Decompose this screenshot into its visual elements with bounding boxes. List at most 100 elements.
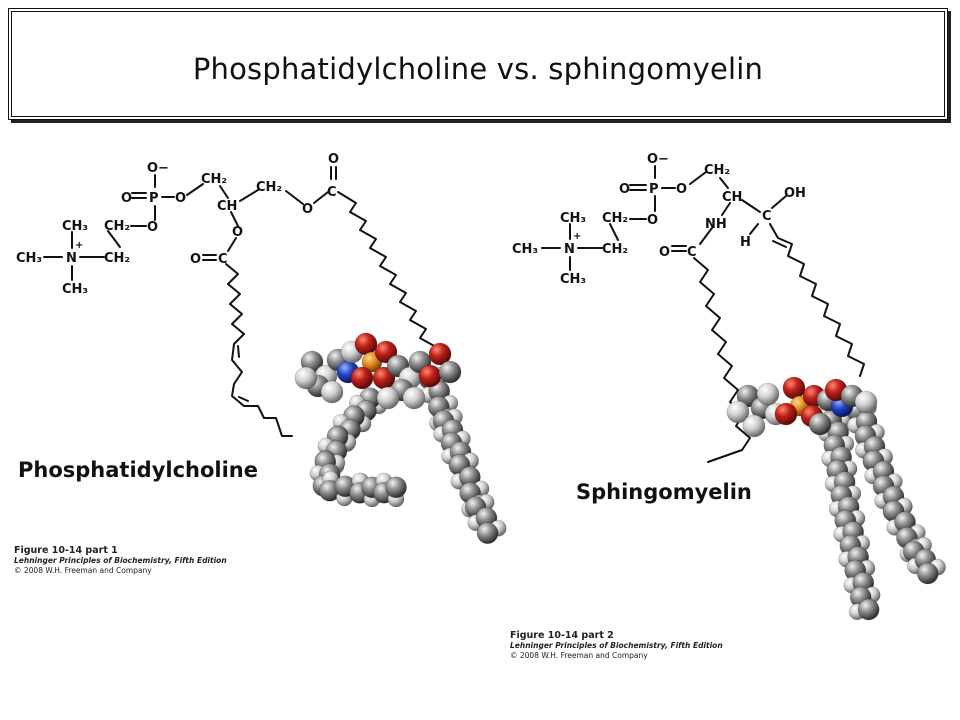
methyl-label: CH₃ (62, 282, 88, 297)
methyl-label: CH₃ (16, 251, 42, 266)
methylene-label: CH₂ (104, 219, 130, 234)
sphingosine-chain-bonds (769, 223, 865, 377)
copyright-text: © 2008 W.H. Freeman and Company (14, 566, 152, 575)
methine-label: CH (722, 190, 742, 205)
bond (313, 191, 329, 204)
hydrogen-label: H (740, 235, 751, 250)
book-title: Lehninger Principles of Biochemistry, Fi… (14, 556, 227, 565)
figure-number: Figure 10-14 part 1 (14, 545, 118, 556)
atom-sphere (428, 342, 452, 366)
oxygen-anion-label: O− (147, 161, 169, 176)
methyl-label: CH₃ (62, 219, 88, 234)
bond (771, 195, 787, 209)
carbonyl-carbon-label: C (327, 185, 337, 200)
saturated-chain-bonds (337, 191, 437, 348)
methine-label: CH (217, 199, 237, 214)
methylene-label: CH₂ (602, 211, 628, 226)
double-bond (238, 396, 249, 402)
bond (131, 192, 147, 199)
methyl-label: CH₃ (512, 242, 538, 257)
bond (719, 177, 729, 189)
bond (689, 171, 707, 185)
bond (330, 166, 337, 180)
figure-number: Figure 10-14 part 2 (510, 630, 614, 641)
methylene-label: CH₂ (602, 242, 628, 257)
atom-sphere (402, 386, 426, 410)
atom-sphere (857, 598, 880, 621)
bond (230, 211, 239, 227)
oxygen-label: O (232, 225, 243, 240)
copyright-text: © 2008 W.H. Freeman and Company (510, 651, 648, 660)
methylene-label: CH₂ (104, 251, 130, 266)
oxygen-label: O (647, 213, 658, 228)
bond (227, 237, 237, 252)
sphingomyelin-label: Sphingomyelin (576, 480, 752, 504)
hydroxyl-label: OH (784, 186, 806, 201)
book-title: Lehninger Principles of Biochemistry, Fi… (510, 641, 723, 650)
methylene-label: CH₂ (256, 180, 282, 195)
methyl-label: CH₃ (560, 272, 586, 287)
slide-title: Phosphatidylcholine vs. sphingomyelin (192, 52, 764, 86)
atom-sphere (354, 332, 378, 356)
methyl-label: CH₃ (560, 211, 586, 226)
atom-sphere (742, 414, 766, 438)
atom-sphere (320, 380, 344, 404)
atom-sphere (438, 360, 462, 384)
bond (699, 227, 713, 245)
carbonyl-oxygen-label: O (190, 252, 201, 267)
atom-sphere (385, 476, 407, 499)
carbonyl-carbon-label: C (687, 245, 697, 260)
oxygen-label: O (147, 220, 158, 235)
bond (107, 230, 121, 248)
atom-sphere (808, 412, 832, 436)
figure-credit-part-1: Figure 10-14 part 1 Lehninger Principles… (14, 546, 227, 576)
atom-sphere (418, 364, 442, 388)
phosphatidylcholine-structure: CH₃ CH₃ CH₃ N + CH₂ CH₂ O P O O− O CH₂ C… (16, 152, 437, 437)
double-bond (237, 345, 240, 358)
methylene-label: CH₂ (201, 172, 227, 187)
bond (219, 185, 229, 199)
atom-sphere (916, 562, 939, 585)
bond (202, 254, 217, 261)
oxygen-label: O (619, 182, 630, 197)
bond (186, 183, 204, 196)
sphingomyelin-structure: CH₃ CH₃ CH₃ N + CH₂ CH₂ O P O O− O CH₂ C… (512, 152, 865, 463)
carbonyl-oxygen-label: O (659, 245, 670, 260)
bond (671, 245, 687, 252)
atom-sphere (782, 376, 806, 400)
phosphorus-label: P (149, 191, 159, 206)
oxygen-label: O (175, 191, 186, 206)
carbon-label: C (762, 209, 772, 224)
carbonyl-oxygen-label: O (328, 152, 339, 167)
carbonyl-carbon-label: C (218, 252, 228, 267)
bond (609, 223, 619, 241)
methylene-label: CH₂ (704, 163, 730, 178)
nitrogen-label: N (564, 242, 575, 257)
phosphatidylcholine-space-filling-model (294, 332, 507, 544)
bond (721, 202, 731, 216)
figure-credit-part-2: Figure 10-14 part 2 Lehninger Principles… (510, 631, 723, 661)
sphingomyelin-space-filling-model (726, 376, 946, 621)
oxygen-anion-label: O− (647, 152, 669, 167)
positive-charge-label: + (75, 240, 83, 251)
double-bond (772, 240, 787, 248)
bond (749, 223, 759, 235)
amide-chain-bonds (693, 257, 751, 463)
amide-nh-label: NH (705, 217, 727, 232)
atom-sphere (376, 386, 400, 410)
phosphatidylcholine-label: Phosphatidylcholine (18, 458, 258, 482)
atom-sphere (756, 382, 780, 406)
atom-sphere (350, 366, 374, 390)
title-box: Phosphatidylcholine vs. sphingomyelin (8, 8, 948, 120)
nitrogen-label: N (66, 251, 77, 266)
bond (629, 184, 647, 191)
unsaturated-chain-bonds (225, 263, 293, 437)
bond (239, 189, 259, 202)
positive-charge-label: + (573, 231, 581, 242)
atom-sphere (294, 366, 318, 390)
bond (741, 199, 761, 213)
oxygen-label: O (302, 202, 313, 217)
atom-sphere (726, 400, 750, 424)
bond (285, 190, 304, 205)
